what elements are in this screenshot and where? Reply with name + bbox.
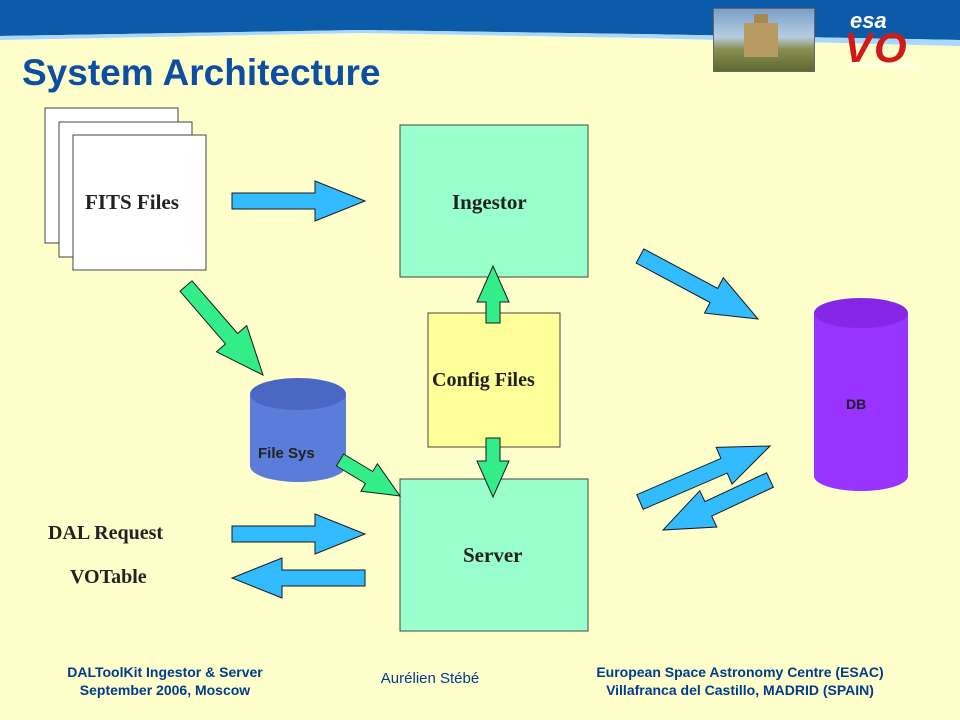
footer-event-line2: September 2006, Moscow [79,682,251,698]
castle-shape [744,23,778,57]
footer-event: DALToolKit Ingestor & Server September 2… [40,663,290,699]
ingestor-box [399,124,589,278]
vo-logo-text: VO [844,24,909,71]
ingestor-label: Ingestor [452,190,527,214]
arrow-fits-to-ingestor [231,180,367,222]
server-box [399,478,589,632]
fits-files-stack [44,107,207,271]
config-files-box [427,312,561,448]
vo-logo-subtitle: Virtual Observatory [852,62,917,69]
arrow-dal-request-to-server [231,513,367,555]
footer-author: Aurélien Stébé [380,670,480,687]
esa-logo-text: esa [850,8,887,33]
arrow-config-to-ingestor [476,264,510,324]
arrow-server-to-db [636,445,772,510]
file-sys-label: File Sys [258,445,315,462]
arrow-layer [179,180,775,599]
arrow-db-to-server [661,472,775,531]
db-label: DB [846,396,867,412]
footer-institution-line2: Villafranca del Castillo, MADRID (SPAIN) [606,682,874,698]
file-sys-cylinder [250,378,346,482]
footer-event-line1: DALToolKit Ingestor & Server [67,664,263,680]
arrow-ingestor-to-db [635,248,760,320]
header-photo [713,8,815,72]
fits-files-label: FITS Files [85,190,179,214]
esa-vo-logo: esa VO Virtual Observatory [838,8,943,72]
config-files-label: Config Files [432,369,535,391]
arrow-filesys-to-server [335,453,402,497]
page-title: System Architecture [22,52,381,93]
arrow-fits-to-filesys [179,280,264,376]
arrow-config-to-server [476,437,510,499]
db-cylinder [814,298,908,491]
server-label: Server [463,543,523,567]
footer-institution-line1: European Space Astronomy Centre (ESAC) [596,664,884,680]
arrow-server-to-votable [230,557,366,599]
votable-label: VOTable [70,566,147,588]
footer-institution: European Space Astronomy Centre (ESAC) V… [555,663,925,699]
header-highlight [0,30,960,46]
dal-request-label: DAL Request [48,522,164,544]
